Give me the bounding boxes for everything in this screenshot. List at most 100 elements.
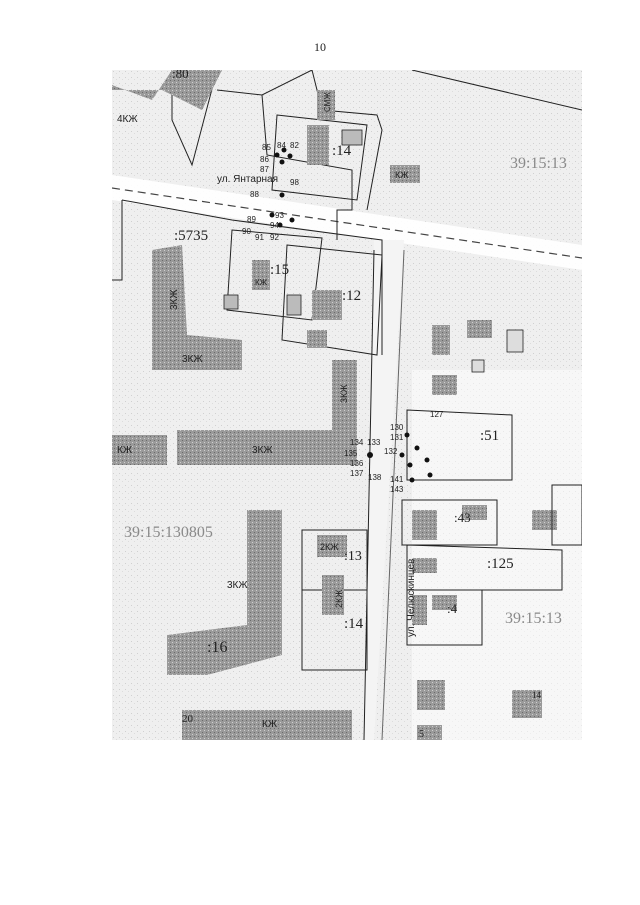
building-4kzh bbox=[112, 70, 222, 110]
block-label-right-bottom: 39:15:13 bbox=[505, 610, 562, 627]
building-label: СМЖ bbox=[323, 92, 332, 112]
point-number: 82 bbox=[290, 141, 299, 150]
building-smzh bbox=[317, 90, 335, 120]
parcel-label-4: :4 bbox=[447, 601, 458, 616]
building-kzh bbox=[390, 165, 420, 183]
building-label: КЖ bbox=[262, 719, 278, 730]
point-number: 131 bbox=[390, 433, 404, 442]
street-label-yantarnaya: ул. Янтарная bbox=[217, 174, 278, 185]
parcel-boundary bbox=[121, 199, 383, 355]
parcel-boundary bbox=[411, 70, 582, 111]
building-label: КЖ bbox=[395, 170, 409, 180]
point-number: 127 bbox=[430, 410, 444, 419]
building-16 bbox=[167, 510, 282, 675]
building-small bbox=[307, 125, 329, 165]
building-kzh bbox=[432, 375, 457, 395]
building-label: 3КЖ bbox=[252, 445, 273, 456]
point-number: 138 bbox=[368, 473, 382, 482]
building-label: КЖ bbox=[117, 445, 133, 456]
point-number: 91 bbox=[255, 233, 264, 242]
building-kzh bbox=[307, 330, 327, 348]
parcel-51-boundary bbox=[406, 409, 513, 481]
building-label: КЖ bbox=[255, 278, 268, 287]
building-kzh bbox=[432, 595, 457, 610]
parcel-label-13: :13 bbox=[344, 549, 362, 564]
building-kzh bbox=[462, 505, 487, 520]
building-n bbox=[286, 294, 302, 316]
street-dashed-line bbox=[112, 187, 582, 259]
point-number: 130 bbox=[390, 423, 404, 432]
building-label: 2КЖ bbox=[334, 589, 344, 608]
building-n bbox=[506, 329, 524, 353]
parcel-43-boundary bbox=[401, 499, 498, 546]
parcel-label-5: 5 bbox=[419, 729, 424, 740]
boundary-points-top bbox=[269, 147, 295, 228]
point-number: 135 bbox=[344, 449, 358, 458]
point-number: 143 bbox=[390, 485, 404, 494]
parcel-125-boundary bbox=[406, 544, 563, 591]
block-label-left-mid: 39:15:130805 bbox=[124, 524, 213, 541]
parcel-5735-boundary bbox=[112, 200, 123, 281]
parcel-label-125: :125 bbox=[487, 556, 514, 572]
point-number: 92 bbox=[270, 233, 279, 242]
building-kzh bbox=[467, 320, 492, 338]
building-label: 4КЖ bbox=[117, 114, 138, 125]
parcel-label-20: 20 bbox=[182, 713, 194, 725]
building-small bbox=[341, 129, 363, 146]
building-kzh bbox=[432, 325, 450, 355]
page-number: 10 bbox=[314, 40, 326, 54]
building-label: 3КЖ bbox=[339, 384, 349, 403]
point-number: 134 bbox=[350, 438, 364, 447]
point-number: 98 bbox=[290, 178, 299, 187]
point-number: 84 bbox=[277, 141, 286, 150]
parcel-label-5735: :5735 bbox=[174, 228, 208, 244]
building-bottom-left bbox=[182, 710, 352, 740]
building-label: 3КЖ bbox=[227, 580, 248, 591]
building-n bbox=[471, 359, 485, 373]
block-label-top-right: 39:15:13 bbox=[510, 155, 567, 172]
street-label-chelyuskintsev: ул. Челюскинцев bbox=[406, 559, 417, 637]
building-smzh-right bbox=[532, 510, 557, 530]
parcel-label-80: :80 bbox=[172, 70, 189, 81]
parcel-12-boundary bbox=[281, 244, 383, 356]
building-label: 3КЖ bbox=[182, 354, 203, 365]
point-number: 87 bbox=[260, 165, 269, 174]
street-chelyuskintsev-band bbox=[364, 240, 404, 740]
building-kzh bbox=[252, 260, 270, 290]
parcel-boundary bbox=[261, 94, 353, 240]
block-right-square bbox=[551, 484, 582, 546]
point-number: 93 bbox=[275, 211, 284, 220]
parcel-4-boundary bbox=[406, 589, 483, 646]
building-kzh bbox=[412, 595, 427, 625]
building-3kzh-long bbox=[177, 360, 357, 465]
point-number: 94 bbox=[270, 221, 279, 230]
parcel-14-bottom-boundary bbox=[301, 589, 368, 671]
building-kzh-left-edge bbox=[112, 435, 167, 465]
boundary-points-mid bbox=[367, 432, 433, 483]
parcel-14-boundary bbox=[271, 114, 368, 201]
building-3kzh-left bbox=[152, 245, 242, 370]
point-number: 85 bbox=[262, 143, 271, 152]
point-number: 133 bbox=[367, 438, 381, 447]
point-number: 88 bbox=[250, 190, 259, 199]
map-right-plain bbox=[412, 370, 582, 740]
parcel-label-12: :12 bbox=[342, 288, 361, 304]
parcel-label-14-bottom: :14 bbox=[344, 616, 364, 632]
parcel-label-14-small: 14 bbox=[532, 690, 542, 700]
parcel-label-51: :51 bbox=[480, 428, 499, 444]
parcel-label-15: :15 bbox=[270, 262, 289, 278]
point-number: 136 bbox=[350, 459, 364, 468]
point-number: 137 bbox=[350, 469, 364, 478]
building-kzh-43 bbox=[412, 510, 437, 540]
building-kzh bbox=[417, 680, 445, 710]
building-kzh bbox=[412, 558, 437, 573]
parcel-label-14-top: :14 bbox=[332, 143, 352, 159]
building-n bbox=[223, 294, 239, 310]
building-2kzh-a bbox=[317, 535, 347, 557]
point-number: 90 bbox=[242, 227, 251, 236]
point-number: 89 bbox=[247, 215, 256, 224]
street-edge-right bbox=[381, 249, 405, 740]
building-kzh bbox=[312, 290, 342, 320]
parcel-label-16: :16 bbox=[207, 639, 227, 656]
building-kzh-14 bbox=[512, 690, 542, 718]
